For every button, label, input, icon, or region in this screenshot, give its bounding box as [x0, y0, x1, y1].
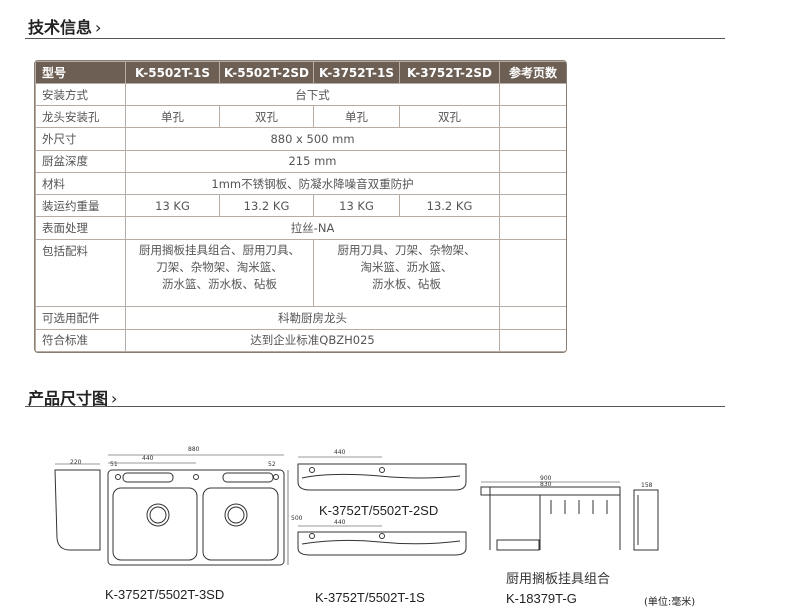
dimension-drawings: 220 880 440 51 52 500 440 440 900 830 15… — [0, 420, 790, 615]
dim-left-off: 51 — [110, 461, 118, 468]
row-label: 符合标准 — [35, 328, 126, 352]
header-col: K-5502T-2SD — [219, 61, 314, 84]
dim-half: 440 — [142, 455, 154, 462]
row-label: 龙头安装孔 — [35, 105, 126, 129]
row-label: 表面处理 — [35, 216, 126, 240]
dim-rack-inner: 830 — [540, 481, 552, 488]
header-model: 型号 — [35, 61, 126, 84]
caption-rack-model: K-18379T-G — [506, 591, 577, 606]
header-col: K-3752T-2SD — [399, 61, 500, 84]
row-value: 台下式 — [125, 82, 500, 107]
row-label: 包括配料 — [35, 238, 126, 308]
row-label: 外尺寸 — [35, 127, 126, 151]
dims-title: 产品尺寸图› — [28, 389, 118, 408]
row-value: 215 mm — [125, 149, 500, 173]
table-row: 龙头安装孔 单孔 双孔 单孔 双孔 — [35, 105, 566, 129]
row-value: 科勒厨房龙头 — [125, 306, 500, 330]
row-value: 双孔 — [219, 105, 314, 129]
row-value: 13 KG — [313, 194, 400, 218]
row-label: 材料 — [35, 171, 126, 196]
table-row: 包括配料 厨用搁板挂具组合、厨用刀具、 刀架、杂物架、淘米篮、 沥水篮、沥水板、… — [35, 238, 566, 308]
row-value: 拉丝-NA — [125, 216, 500, 240]
table-row: 符合标准 达到企业标准QBZH025 — [35, 328, 566, 352]
table-header-row: 型号 K-5502T-1S K-5502T-2SD K-3752T-1S K-3… — [35, 61, 566, 84]
spec-table: 型号 K-5502T-1S K-5502T-2SD K-3752T-1S K-3… — [34, 60, 567, 353]
dim-top-small: 440 — [334, 449, 346, 456]
section-divider — [25, 38, 725, 39]
table-row: 材料 1mm不锈钢板、防凝水降噪音双重防护 — [35, 171, 566, 196]
row-value: 单孔 — [313, 105, 400, 129]
row-value: 880 x 500 mm — [125, 127, 500, 151]
caption-2sd: K-3752T/5502T-2SD — [319, 503, 439, 518]
accessories-right: 厨用刀具、刀架、杂物架、 淘米篮、沥水篮、 沥水板、砧板 — [313, 238, 500, 308]
row-label: 厨盆深度 — [35, 149, 126, 173]
row-value: 13.2 KG — [399, 194, 500, 218]
sink-1s-drawing — [297, 525, 467, 556]
table-row: 表面处理 拉丝-NA — [35, 216, 566, 240]
big-sink-drawing — [107, 454, 289, 566]
row-label: 安装方式 — [35, 82, 126, 107]
unit-note: (单位:毫米) — [644, 597, 696, 608]
caption-rack-name: 厨用搁板挂具组合 — [506, 571, 611, 586]
header-col: K-5502T-1S — [125, 61, 220, 84]
row-label: 可选用配件 — [35, 306, 126, 330]
row-label: 装运约重量 — [35, 194, 126, 218]
tech-info-title: 技术信息› — [28, 18, 102, 37]
table-row: 安装方式 台下式 — [35, 82, 566, 107]
dim-width: 880 — [188, 446, 200, 453]
row-value: 达到企业标准QBZH025 — [125, 328, 500, 352]
table-row: 外尺寸 880 x 500 mm — [35, 127, 566, 151]
dim-rack-width: 900 — [540, 475, 552, 482]
table-row: 装运约重量 13 KG 13.2 KG 13 KG 13.2 KG — [35, 194, 566, 218]
chevron-right-icon: › — [111, 389, 118, 408]
sink-side-profile — [54, 463, 101, 551]
rack-drawing — [480, 481, 659, 551]
caption-big: K-3752T/5502T-3SD — [105, 587, 225, 602]
table-row: 厨盆深度 215 mm — [35, 149, 566, 173]
chevron-right-icon: › — [95, 18, 102, 37]
dim-side: 220 — [70, 459, 82, 466]
table-row: 可选用配件 科勒厨房龙头 — [35, 306, 566, 330]
section-divider — [25, 406, 725, 407]
drawings-svg: 220 880 440 51 52 500 440 440 900 830 15… — [54, 446, 659, 566]
sink-2sd-drawing — [297, 456, 467, 491]
header-ref-page: 参考页数 — [499, 61, 566, 84]
row-value: 双孔 — [399, 105, 500, 129]
dim-depth: 500 — [291, 515, 303, 522]
row-value: 1mm不锈钢板、防凝水降噪音双重防护 — [125, 171, 500, 196]
header-col: K-3752T-1S — [313, 61, 400, 84]
dim-rack-side: 158 — [641, 482, 653, 489]
row-value: 13.2 KG — [219, 194, 314, 218]
dim-bottom-small: 440 — [334, 519, 346, 526]
caption-1s: K-3752T/5502T-1S — [315, 590, 425, 605]
row-value: 13 KG — [125, 194, 220, 218]
accessories-left: 厨用搁板挂具组合、厨用刀具、 刀架、杂物架、淘米篮、 沥水篮、沥水板、砧板 — [125, 238, 314, 308]
dim-right-off: 52 — [268, 461, 276, 468]
row-value: 单孔 — [125, 105, 220, 129]
